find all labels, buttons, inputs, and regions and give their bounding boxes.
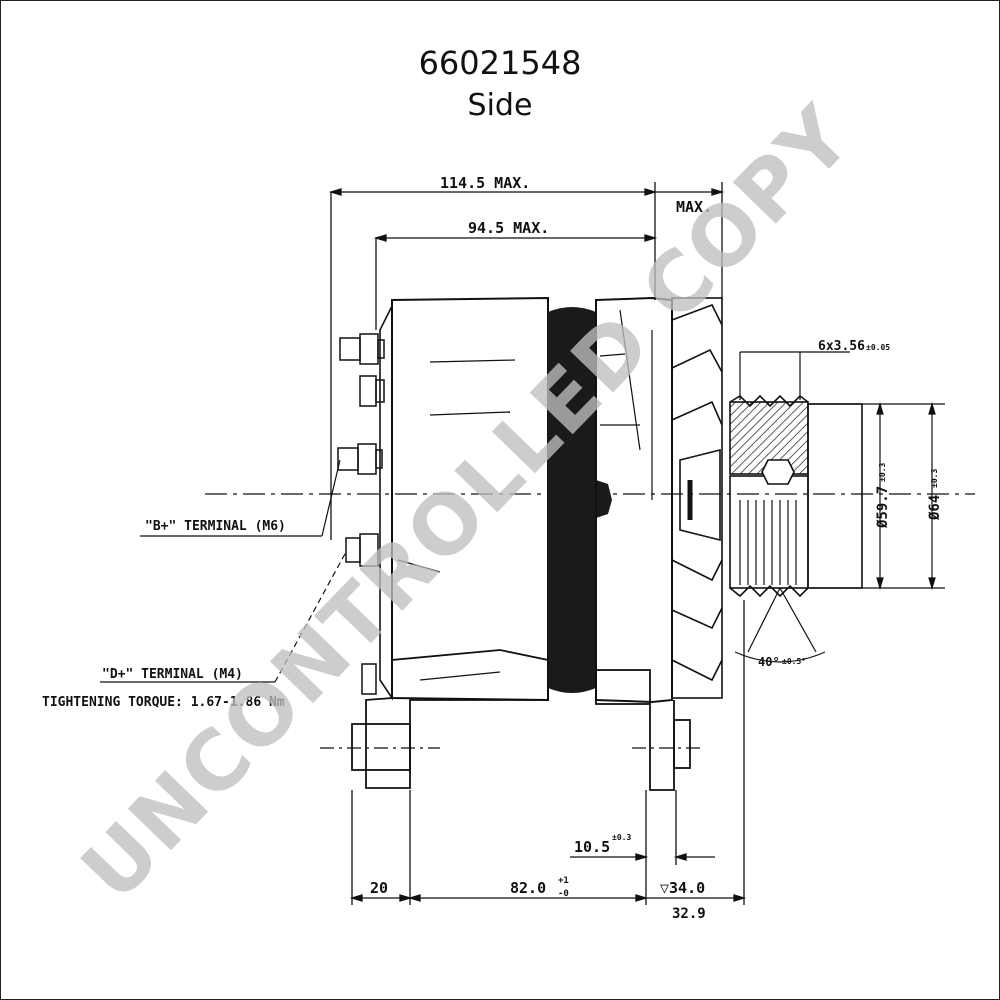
pulley-inner-dia-label: Ø59.7 [875,486,891,529]
bottom-dimensions [349,600,747,905]
mount-width-label: 20 [370,879,388,897]
dimension-overall-length [328,182,658,540]
offset-label: 10.5 [574,838,610,856]
offset-tol: ±0.3 [612,833,631,842]
mount-spacing-tol-upper: +1 [558,876,569,886]
d-plus-terminal-label: "D+" TERMINAL (M4) [102,667,243,682]
pulley-inner-dia-tol: ±0.3 [878,463,887,482]
front-housing-texture [599,309,653,500]
mount-spacing-label: 82.0 [510,879,546,897]
view-name-title: Side [467,88,533,123]
terminal-leaders [100,459,347,683]
groove-count-tol: ±0.05 [866,343,890,352]
pulley-diameter-dims [739,351,945,591]
top-right-max-label: MAX. [676,198,712,216]
stator-bottom-curve [548,688,596,693]
b-plus-terminal-label: "B+" TERMINAL (M6) [145,519,286,534]
groove-angle-tol: ±0.5° [782,657,806,666]
pulley-outer-dia-label: Ø64 [927,495,943,521]
pulley-offset-label: ▽34.0 [660,879,705,897]
dimension-body-length [373,234,658,330]
housing-texture [397,359,516,681]
uncontrolled-copy-watermark: UNCONTROLLED COPY [64,88,871,919]
groove-angle-dim [734,587,826,663]
overall-length-label: 114.5 MAX. [440,174,530,192]
mounting-bracket [351,649,691,791]
pulley-outer-dia-tol: ±0.3 [930,469,939,488]
through-bolt [596,480,612,518]
mount-spacing-tol-lower: -0 [558,889,569,899]
stator-top-curve [548,307,596,312]
body-length-label: 94.5 MAX. [468,219,549,237]
drive-pulley [729,394,863,598]
groove-angle-label: 40° [758,655,780,669]
dimension-top-right [655,182,725,300]
tightening-torque-label: TIGHTENING TORQUE: 1.67-1.86 Nm [42,695,285,710]
groove-count-label: 6x3.56 [818,339,865,354]
stator-core [548,312,596,688]
pulley-offset-2-label: 32.9 [672,906,706,922]
terminal-studs [337,333,385,695]
cooling-fan [671,297,723,699]
part-number-title: 66021548 [418,44,582,82]
